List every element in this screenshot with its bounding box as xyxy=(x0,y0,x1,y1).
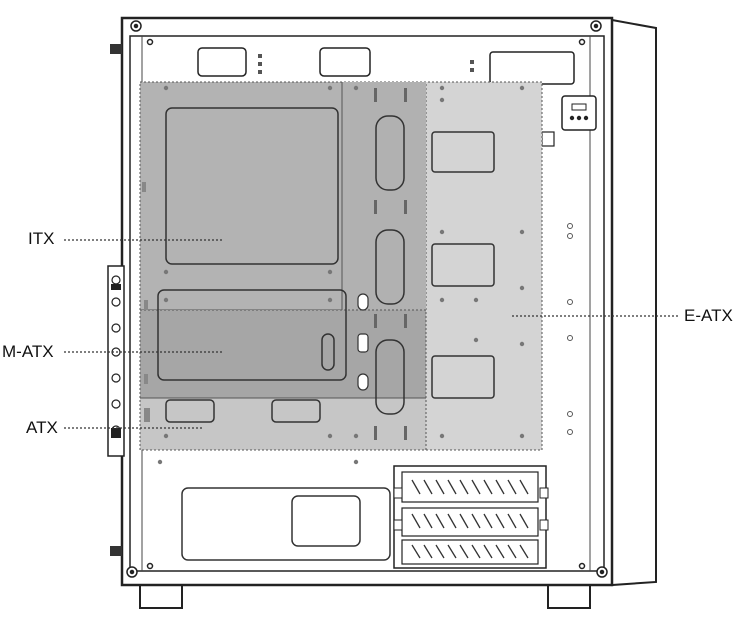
atx-lower-cutouts xyxy=(165,399,321,423)
itx-area xyxy=(139,81,343,311)
corner-screws xyxy=(126,20,608,578)
foot-right xyxy=(547,585,591,609)
lower-cutout xyxy=(157,289,347,381)
rear-io-strip xyxy=(107,265,125,457)
matx-area xyxy=(139,309,427,399)
cpu-cutout xyxy=(165,107,339,265)
case-inner-frame xyxy=(129,35,605,572)
front-io-connector xyxy=(561,95,597,131)
standoff-holes xyxy=(157,85,525,465)
itx-label: ITX xyxy=(28,229,55,248)
leader-lines xyxy=(64,239,678,429)
foot-left xyxy=(139,585,183,609)
eatx-cutouts xyxy=(431,131,495,399)
drive-cage xyxy=(393,465,549,569)
matx-label: M-ATX xyxy=(2,342,54,361)
top-cutouts xyxy=(197,47,575,85)
eatx-label: E-ATX xyxy=(684,306,733,325)
psu-window-inner xyxy=(291,495,361,547)
atx-label: ATX xyxy=(26,418,58,437)
cable-routing-slots xyxy=(375,115,405,415)
left-hinges xyxy=(110,44,122,556)
front-panel xyxy=(611,18,657,587)
